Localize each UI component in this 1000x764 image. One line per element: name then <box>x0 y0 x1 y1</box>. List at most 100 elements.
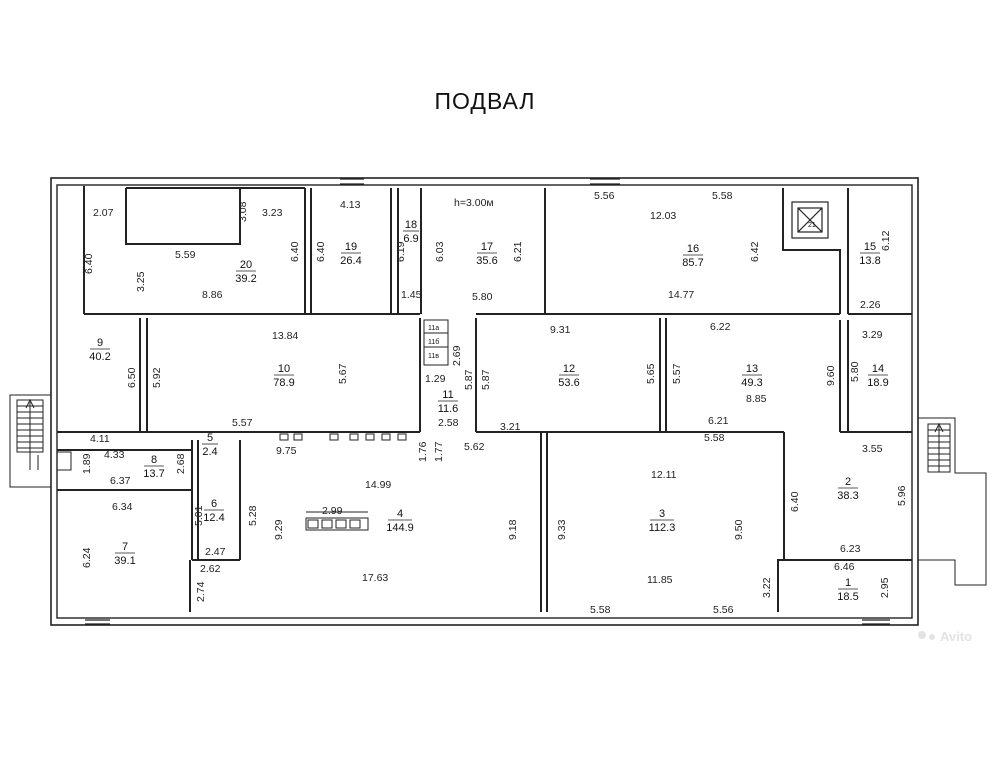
page-title: ПОДВАЛ <box>434 88 536 114</box>
room-area: 12.4 <box>203 512 224 524</box>
dim: 2.07 <box>93 207 114 219</box>
room-number: 8 <box>151 454 157 466</box>
dim: 2.58 <box>438 417 459 429</box>
room-number: 16 <box>687 243 699 255</box>
dim: 6.46 <box>834 561 855 573</box>
dim: 5.57 <box>232 417 253 429</box>
room-number: 20 <box>240 259 252 271</box>
room-area: 144.9 <box>386 522 414 534</box>
dim: 12.03 <box>650 210 676 222</box>
dim: 6.22 <box>710 321 731 333</box>
room-area: 112.3 <box>649 522 676 534</box>
dim: 4.33 <box>104 449 125 461</box>
dim: 6.21 <box>708 415 729 427</box>
dim: 1.29 <box>425 373 446 385</box>
room-number: 4 <box>397 508 403 520</box>
dim: 13.84 <box>272 330 298 342</box>
room-area: 38.3 <box>837 490 858 502</box>
dim: 9.31 <box>550 324 571 336</box>
room-number: 12 <box>563 363 575 375</box>
room-area: 2.4 <box>202 446 217 458</box>
room-area: 13.8 <box>859 255 880 267</box>
room-area: 40.2 <box>89 351 110 363</box>
dim: 2.47 <box>205 546 226 558</box>
dimension-labels: 2.07 3.23 4.13 h=3.00м 5.56 5.58 12.03 5… <box>90 190 883 616</box>
dim: 4.11 <box>90 433 110 445</box>
dim: 6.40 <box>289 241 301 262</box>
sub-label-11a: 11a <box>428 325 439 332</box>
dim: 1.45 <box>401 289 422 301</box>
room-area: 78.9 <box>273 377 294 389</box>
dim: 9.29 <box>273 519 285 540</box>
room-area: 49.3 <box>741 377 762 389</box>
sink-fixtures <box>279 433 407 531</box>
dim: 5.80 <box>472 291 493 303</box>
dim: 6.50 <box>126 367 138 388</box>
dim: 2.95 <box>879 577 891 598</box>
sub-label-11c: 11в <box>428 353 439 360</box>
dim: 14.77 <box>668 289 694 301</box>
dim: 6.12 <box>880 230 892 251</box>
dim: 12.11 <box>651 469 677 481</box>
room-area: 11.6 <box>438 403 459 415</box>
dim: 6.40 <box>315 241 327 262</box>
dim: 3.29 <box>862 329 883 341</box>
room-number: 6 <box>211 498 217 510</box>
room-area: 13.7 <box>143 468 164 480</box>
dim: 5.62 <box>464 441 485 453</box>
room-number: 5 <box>207 432 213 444</box>
dim: 5.59 <box>175 249 196 261</box>
dim: 5.56 <box>594 190 615 202</box>
dim: 6.40 <box>789 491 801 512</box>
dim: 3.22 <box>761 577 773 598</box>
dim: 5.87 <box>480 369 492 390</box>
room-number: 13 <box>746 363 758 375</box>
room-number: 19 <box>345 241 357 253</box>
dim: 14.99 <box>365 479 391 491</box>
room-number: 3 <box>659 508 665 520</box>
shaft-21 <box>791 201 829 239</box>
dim: 4.13 <box>340 199 361 211</box>
watermark: Avito <box>918 629 972 644</box>
dim: 5.58 <box>704 432 725 444</box>
dim: 9.50 <box>733 519 745 540</box>
dim: 5.28 <box>247 505 259 526</box>
room-area: 6.9 <box>403 233 418 245</box>
dim: 5.65 <box>645 363 657 384</box>
dim: 3.23 <box>262 207 283 219</box>
sub-rooms-11 <box>423 319 449 366</box>
dim: 5.80 <box>849 361 861 382</box>
dim: 5.87 <box>463 369 475 390</box>
dim: 6.23 <box>840 543 861 555</box>
dim: 2.62 <box>200 563 221 575</box>
watermark-text: Avito <box>940 629 972 644</box>
room-number: 14 <box>872 363 884 375</box>
dim: 5.92 <box>151 367 163 388</box>
room-number: 17 <box>481 241 493 253</box>
room-number: 18 <box>405 219 417 231</box>
window-marks <box>85 178 890 625</box>
dim: 6.37 <box>110 475 131 487</box>
vertical-dimension-labels: 3.08 6.40 3.25 6.40 6.40 6.19 6.03 6.21 … <box>81 201 908 602</box>
dim: 9.75 <box>276 445 297 457</box>
dim: 5.67 <box>337 363 349 384</box>
dim: 9.60 <box>825 365 837 386</box>
room-area: 39.2 <box>235 273 256 285</box>
ceiling-height: h=3.00м <box>454 197 494 209</box>
room-number: 10 <box>278 363 290 375</box>
dim: 6.03 <box>434 241 446 262</box>
dim: 8.86 <box>202 289 223 301</box>
dim: 6.34 <box>112 501 133 513</box>
dim: 5.57 <box>671 363 683 384</box>
dim: 5.01 <box>193 505 205 526</box>
room-area: 18.5 <box>837 591 858 603</box>
dim: 9.18 <box>507 519 519 540</box>
dim: 3.08 <box>237 201 249 222</box>
room-number: 2 <box>845 476 851 488</box>
room-area: 18.9 <box>867 377 888 389</box>
room-area: 53.6 <box>558 377 579 389</box>
dim: 5.96 <box>896 485 908 506</box>
dim: 2.99 <box>322 505 343 517</box>
room-area: 85.7 <box>682 257 703 269</box>
